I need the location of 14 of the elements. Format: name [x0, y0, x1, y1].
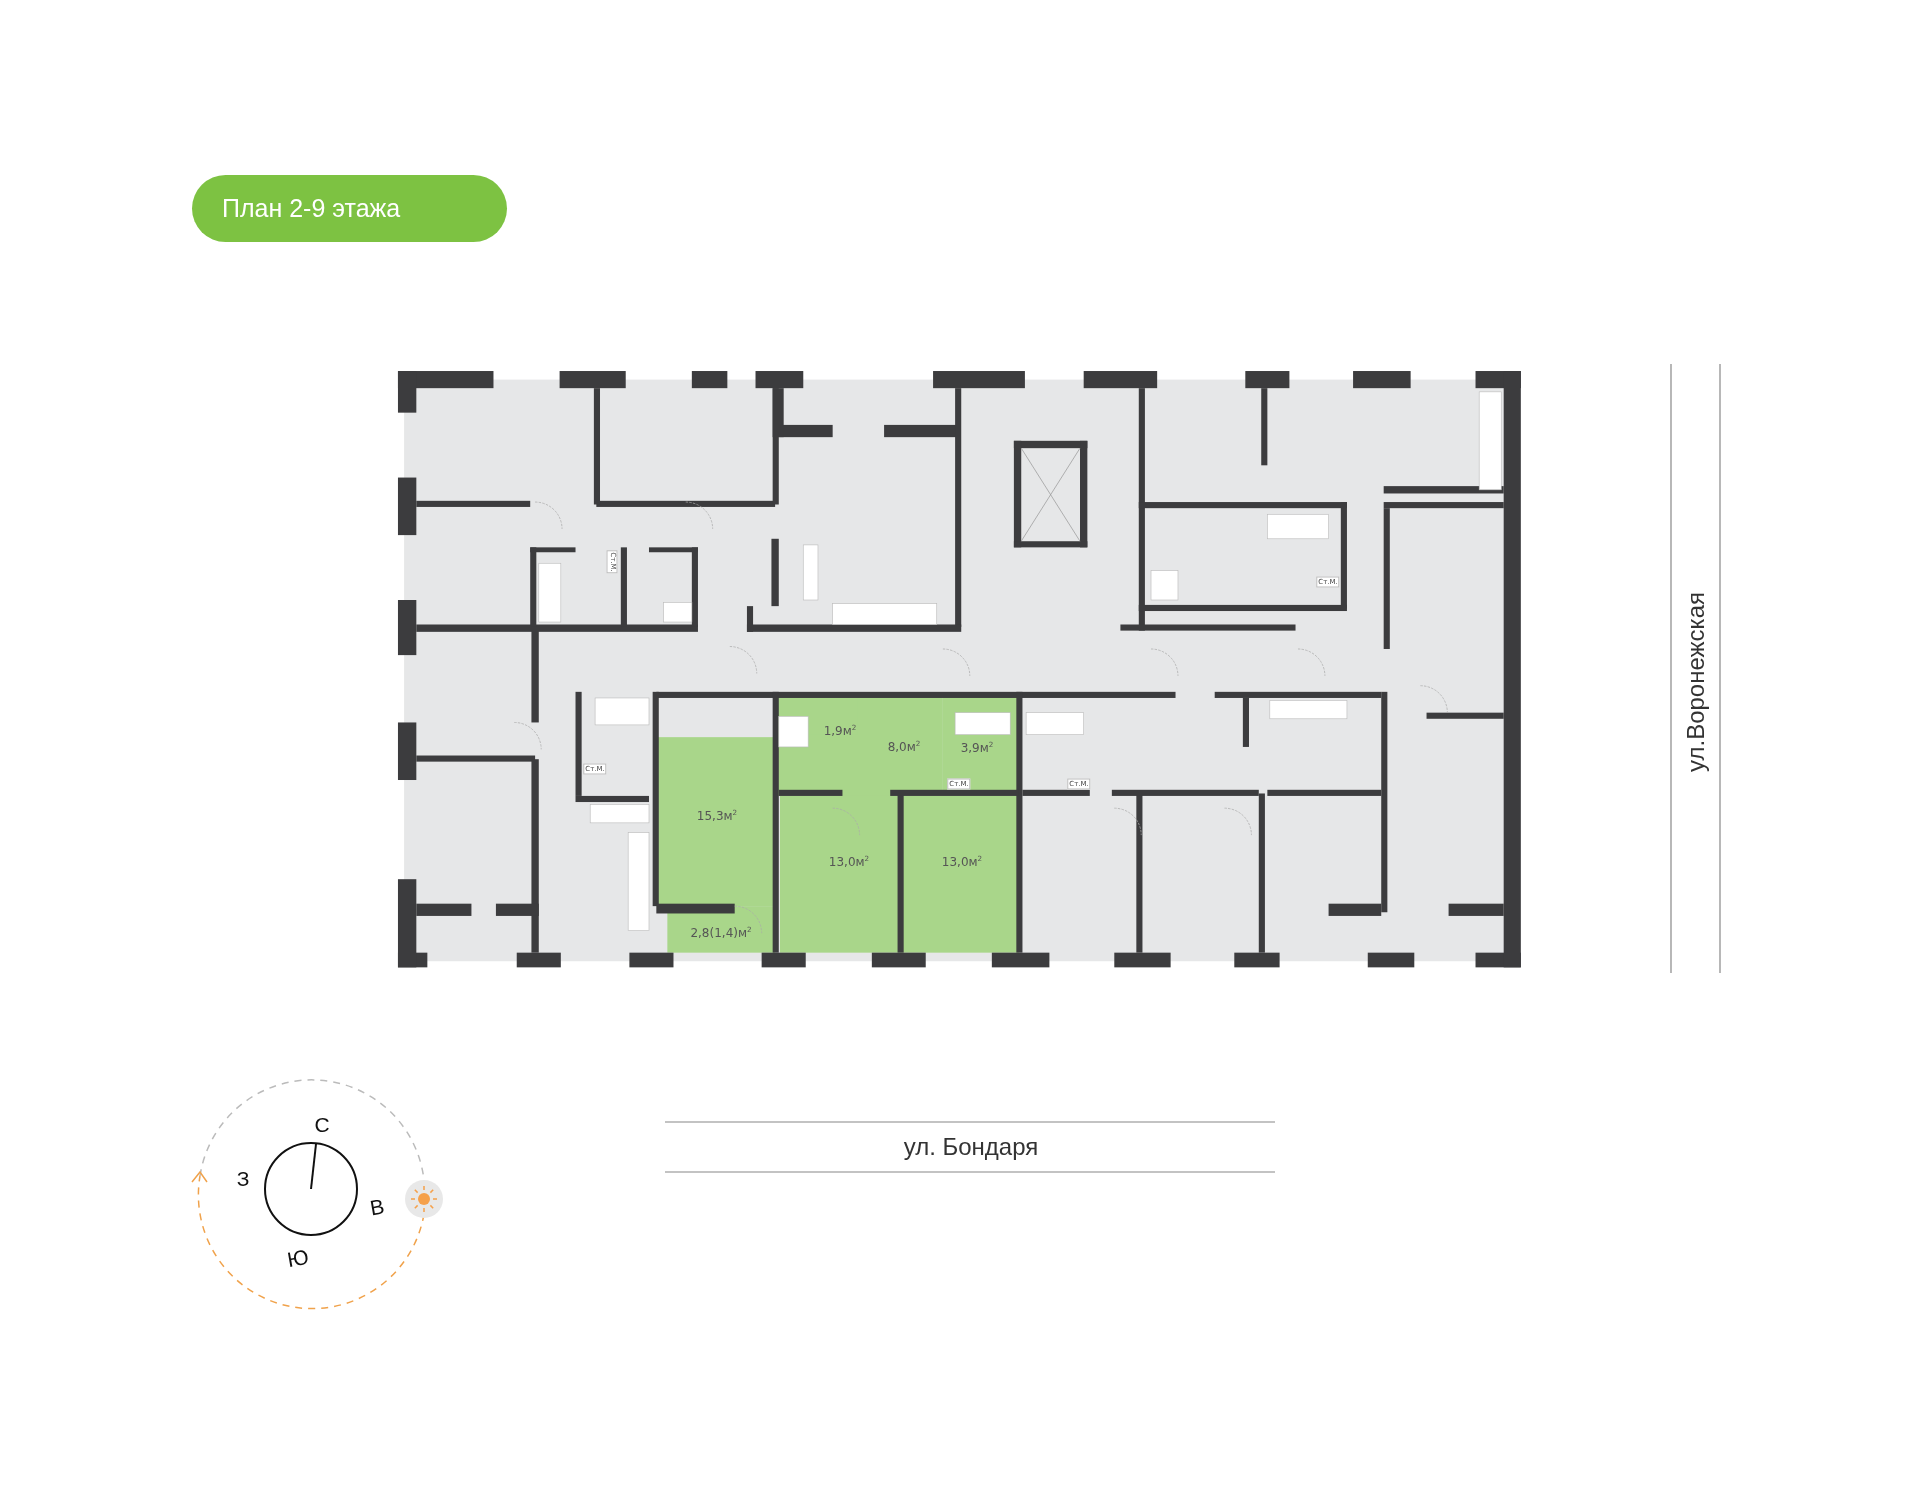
compass-direction: С [314, 1113, 330, 1135]
room-area: 13,0м$^{2}$ [941, 854, 983, 868]
street-name: ул.Воронежская [1684, 592, 1708, 772]
room-area: 3,9м$^{2}$ [960, 740, 994, 754]
room-area: 15,3м$^{2}$ [696, 808, 738, 822]
room-area: 8,0м$^{2}$ [887, 739, 921, 753]
compass-direction: В [368, 1195, 386, 1219]
floor-title: План 2-9 этажа [192, 175, 507, 242]
room-area: 13,0м$^{2}$ [828, 854, 870, 868]
room-area: 2,8(1,4)м$^{2}$ [690, 925, 752, 939]
compass-direction: З [236, 1167, 250, 1189]
compass-direction: Ю [285, 1245, 311, 1271]
street-name: ул. Бондаря [903, 1135, 1039, 1159]
room-area: 1,9м$^{2}$ [823, 723, 857, 737]
